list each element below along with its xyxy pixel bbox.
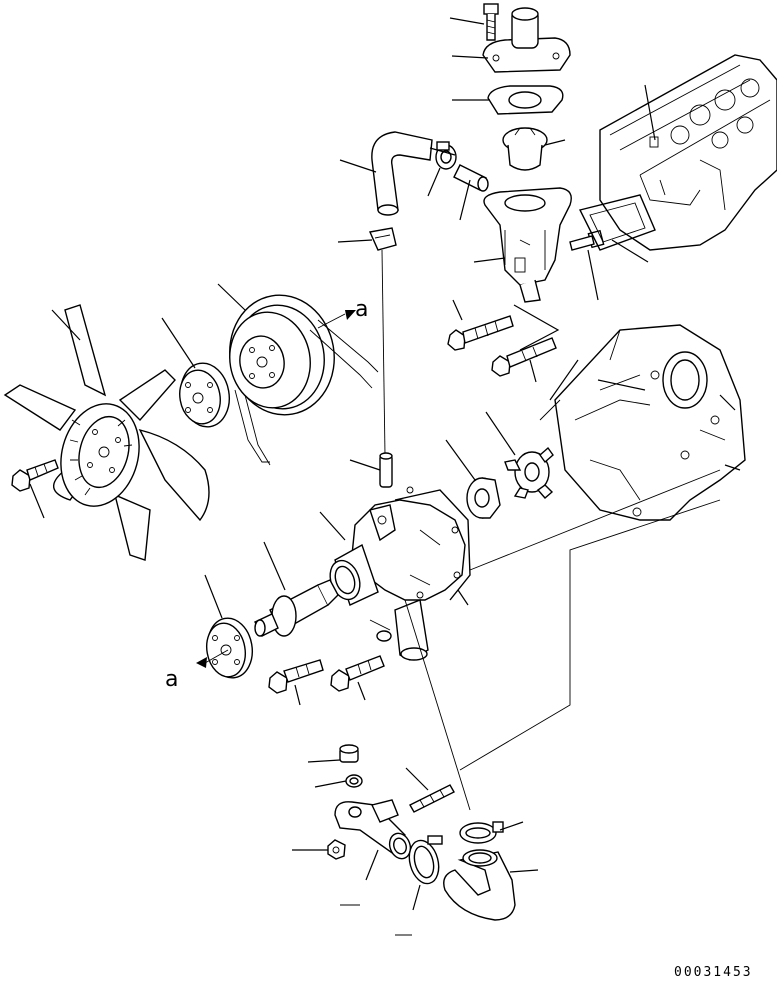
pump-gasket: [394, 489, 471, 601]
inlet-plug: [339, 744, 359, 763]
view-arrow-top: a: [317, 297, 368, 329]
wire-clip: [368, 227, 397, 251]
thermostat: [502, 127, 548, 171]
leader-lines: [29, 17, 741, 936]
stud-bolt: [409, 784, 455, 813]
bolt-mid-left: [447, 315, 514, 351]
pump-bolt-left: [268, 659, 324, 694]
dowel-pin: [379, 452, 393, 488]
fan-bolt: [11, 459, 59, 492]
pump-hub: [206, 617, 253, 679]
bypass-hose: [371, 131, 433, 216]
view-marker-top-label: a: [355, 297, 368, 322]
v-belt: [234, 319, 379, 466]
inlet-o-ring: [345, 774, 363, 788]
bypass-pipe: [453, 164, 489, 192]
pump-shaft: [254, 579, 339, 637]
thermostat-gasket: [487, 85, 564, 115]
inlet-nut: [327, 839, 346, 860]
leader-rod: [381, 249, 386, 456]
fan-pulley: [229, 294, 335, 416]
housing-gasket: [578, 194, 656, 251]
inlet-hose: [443, 849, 516, 921]
view-marker-bottom-label: a: [165, 667, 178, 692]
thermostat-cover: [482, 7, 571, 73]
cylinder-block: [539, 324, 746, 521]
water-pump: [329, 486, 466, 661]
mechanical-seal: [466, 477, 501, 519]
fan-spacer: [179, 362, 230, 428]
bolt-mid-right: [491, 337, 557, 377]
pump-bolt-right: [330, 655, 385, 692]
thermostat-housing: [483, 187, 572, 303]
cylinder-head: [599, 54, 777, 251]
drawing-number: 00031453: [674, 965, 753, 980]
thermostat-cover-bolt: [483, 3, 499, 41]
hose-clamp-lower-left: [408, 835, 443, 885]
cooling-fan: [3, 304, 210, 561]
hose-clamp-upper: [435, 141, 457, 170]
hose-clamp-lower-right: [459, 821, 504, 844]
inlet-pipe: [334, 799, 412, 860]
impeller: [504, 446, 554, 499]
view-arrow-bottom: a: [165, 649, 229, 692]
